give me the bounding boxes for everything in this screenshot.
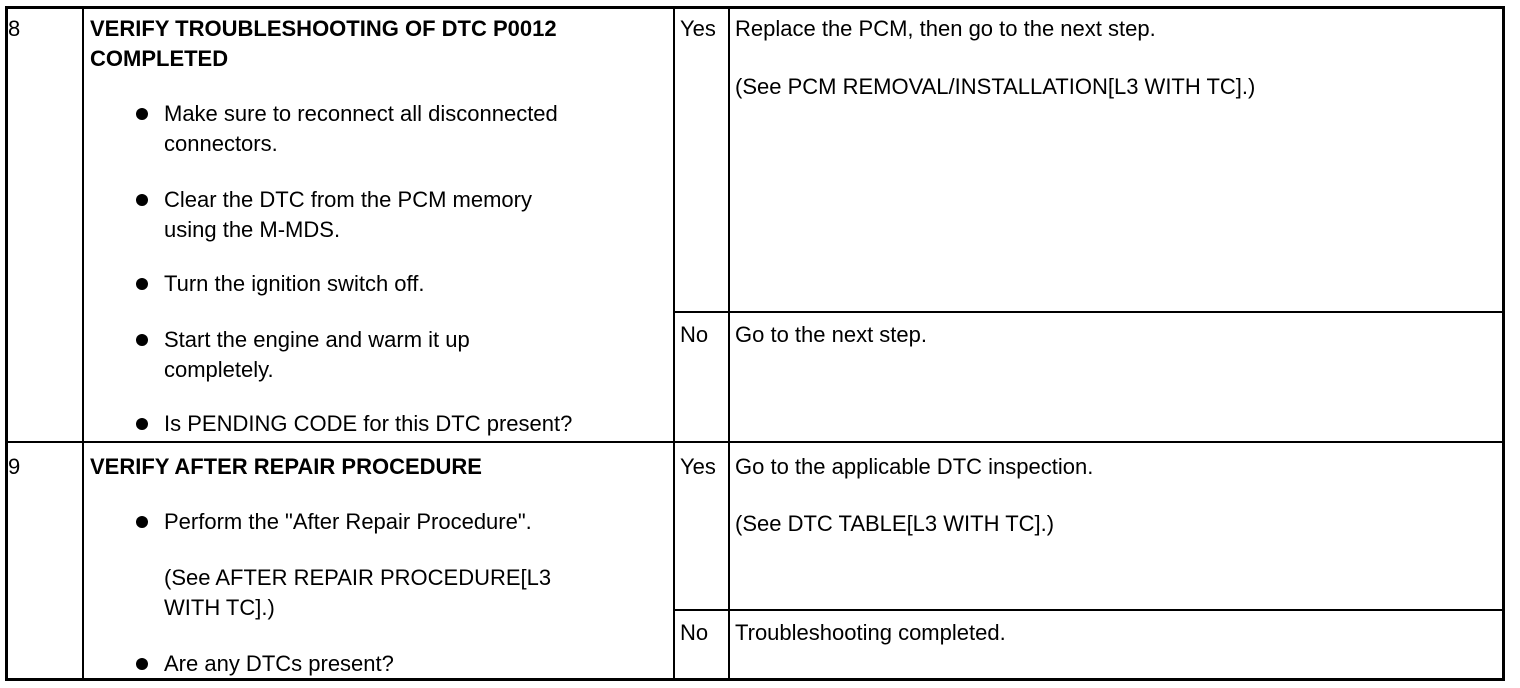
bullet-text: Perform the "After Repair Procedure". [164, 509, 532, 534]
yes-label: Yes [680, 16, 716, 41]
bullet-reference: WITH TC].) [164, 595, 275, 620]
row-divider [8, 441, 1502, 443]
step-number: 8 [8, 16, 21, 41]
troubleshooting-table: 8 VERIFY TROUBLESHOOTING OF DTC P0012 CO… [5, 6, 1505, 681]
bullet-icon [136, 278, 148, 290]
no-label: No [680, 620, 709, 645]
step-number: 9 [8, 454, 21, 479]
bullet-icon [136, 194, 148, 206]
column-divider [82, 9, 84, 678]
no-action: Go to the next step. [735, 322, 928, 347]
bullet-text: Start the engine and warm it up [164, 327, 470, 352]
yes-no-divider [673, 609, 1502, 611]
bullet-text: Is PENDING CODE for this DTC present? [164, 411, 573, 436]
yes-no-divider [673, 311, 1502, 313]
bullet-icon [136, 516, 148, 528]
bullet-icon [136, 418, 148, 430]
step-title: VERIFY TROUBLESHOOTING OF DTC P0012 [90, 16, 557, 41]
no-label: No [680, 322, 709, 347]
yes-action: Replace the PCM, then go to the next ste… [735, 16, 1156, 41]
bullet-reference: (See AFTER REPAIR PROCEDURE[L3 [164, 565, 552, 590]
bullet-text: Clear the DTC from the PCM memory [164, 187, 532, 212]
bullet-icon [136, 108, 148, 120]
bullet-text: completely. [164, 357, 274, 382]
bullet-text: connectors. [164, 131, 278, 156]
bullet-text: Make sure to reconnect all disconnected [164, 101, 558, 126]
yes-action: Go to the applicable DTC inspection. [735, 454, 1094, 479]
bullet-icon [136, 334, 148, 346]
step-title: COMPLETED [90, 46, 229, 71]
bullet-icon [136, 658, 148, 670]
column-divider [673, 9, 675, 678]
yes-label: Yes [680, 454, 716, 479]
bullet-text: Are any DTCs present? [164, 651, 394, 676]
yes-reference: (See DTC TABLE[L3 WITH TC].) [735, 511, 1055, 536]
bullet-text: Turn the ignition switch off. [164, 271, 425, 296]
no-action: Troubleshooting completed. [735, 620, 1006, 645]
step-title: VERIFY AFTER REPAIR PROCEDURE [90, 454, 482, 479]
bullet-text: using the M-MDS. [164, 217, 341, 242]
column-divider [728, 9, 730, 678]
yes-reference: (See PCM REMOVAL/INSTALLATION[L3 WITH TC… [735, 74, 1256, 99]
